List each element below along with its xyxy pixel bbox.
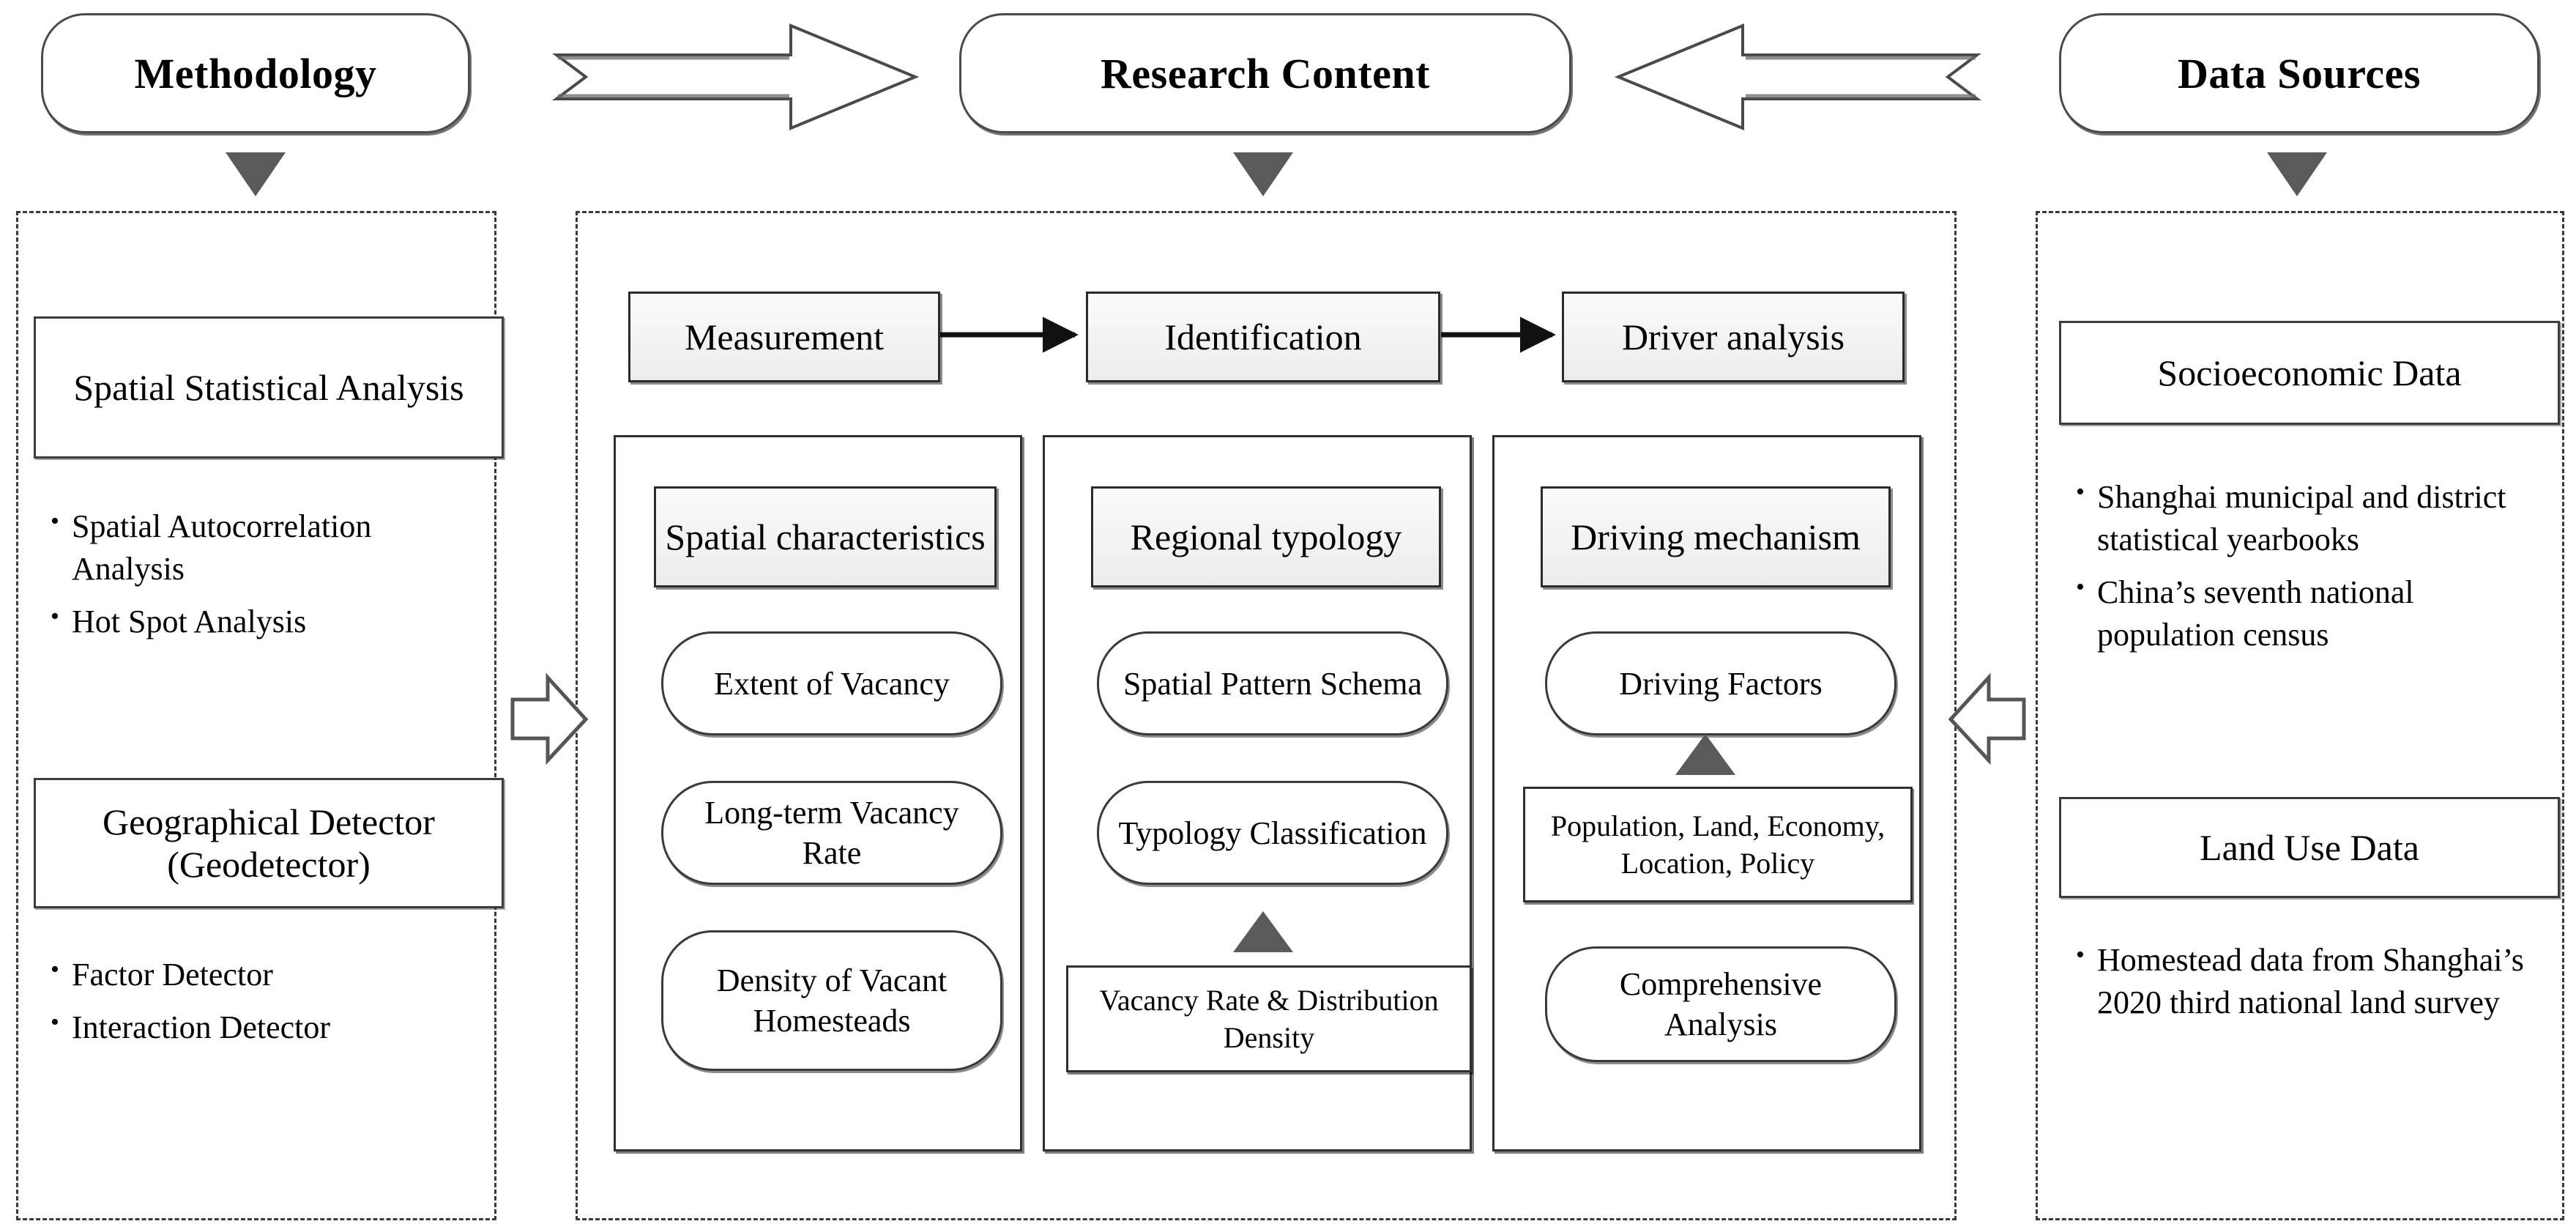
column-0-heading: Spatial characteristics [665,516,986,557]
method-2-bullet-1: Interaction Detector [72,1009,331,1046]
block-arrow-left-header [1614,23,1981,130]
list-item: • Hot Spot Analysis [38,601,477,643]
flow-step-measurement[interactable]: Measurement [628,292,940,382]
list-item: • Interaction Detector [38,1006,477,1049]
flow-step-1-label: Identification [1164,316,1362,357]
block-arrow-right-header [552,23,920,130]
bullet-dot-icon: • [2076,478,2085,505]
node-comprehensive-analysis[interactable]: Comprehensive Analysis [1545,946,1896,1062]
method-title-1: Spatial Statistical Analysis [73,367,464,408]
node-long-term-vacancy-rate[interactable]: Long-term Vacancy Rate [661,781,1002,885]
node-population-land-economy-location-policy[interactable]: Population, Land, Economy, Location, Pol… [1523,787,1913,902]
source-1-bullet-1: China’s seventh national population cens… [2097,574,2414,653]
data-source-title-1: Socioeconomic Data [2157,352,2462,393]
node-typology-classification[interactable]: Typology Classification [1097,781,1448,885]
method-bullets-1: • Spatial Autocorrelation Analysis • Hot… [38,505,477,653]
list-item: • China’s seventh national population ce… [2063,571,2547,656]
node-density-of-vacant-homesteads[interactable]: Density of Vacant Homesteads [661,930,1002,1071]
header-research-content-label: Research Content [1101,49,1430,97]
bullet-dot-icon: • [2076,941,2085,968]
method-2-bullet-0: Factor Detector [72,957,273,993]
column-heading-spatial-characteristics[interactable]: Spatial characteristics [654,486,997,587]
header-capsule-research-content[interactable]: Research Content [959,13,1571,133]
column-1-node-0-label: Spatial Pattern Schema [1123,665,1423,702]
bullet-dot-icon: • [2076,574,2085,601]
header-methodology-label: Methodology [134,49,377,97]
method-bullets-2: • Factor Detector • Interaction Detector [38,954,477,1059]
method-box-spatial-statistical-analysis[interactable]: Spatial Statistical Analysis [34,316,504,459]
column-2-node-1-label: Population, Land, Economy, Location, Pol… [1550,809,1886,880]
down-triangle-icon-methodology [226,152,286,196]
column-2-node-2-label: Comprehensive Analysis [1619,966,1823,1042]
data-source-bullets-2: • Homestead data from Shanghai’s 2020 th… [2063,939,2547,1034]
column-1-heading: Regional typology [1130,516,1402,557]
method-1-bullet-1: Hot Spot Analysis [72,604,307,640]
block-arrow-right-small-left-side [510,672,589,765]
column-0-node-0-label: Extent of Vacancy [714,665,950,702]
source-2-bullet-0: Homestead data from Shanghai’s 2020 thir… [2097,942,2524,1021]
block-arrow-left-small-right-side [1948,672,2026,765]
data-source-title-2: Land Use Data [2200,827,2419,868]
bullet-dot-icon: • [51,956,59,983]
header-capsule-data-sources[interactable]: Data Sources [2059,13,2539,133]
source-1-bullet-0: Shanghai municipal and district statisti… [2097,479,2506,558]
column-0-node-1-label: Long-term Vacancy Rate [704,795,959,871]
column-heading-driving-mechanism[interactable]: Driving mechanism [1541,486,1891,587]
flow-step-identification[interactable]: Identification [1086,292,1440,382]
flow-step-2-label: Driver analysis [1621,316,1845,357]
data-source-bullets-1: • Shanghai municipal and district statis… [2063,476,2547,667]
node-extent-of-vacancy[interactable]: Extent of Vacancy [661,631,1002,735]
column-1-node-2-label: Vacancy Rate & Distribution Density [1099,983,1439,1054]
column-heading-regional-typology[interactable]: Regional typology [1091,486,1441,587]
list-item: • Spatial Autocorrelation Analysis [38,505,477,590]
header-capsule-methodology[interactable]: Methodology [41,13,470,133]
flow-step-0-label: Measurement [684,316,885,357]
column-2-heading: Driving mechanism [1571,516,1861,557]
down-triangle-icon-research-content [1233,152,1293,196]
method-1-bullet-0: Spatial Autocorrelation Analysis [72,508,372,587]
column-1-node-1-label: Typology Classification [1118,815,1427,851]
bullet-dot-icon: • [51,1009,59,1036]
header-data-sources-label: Data Sources [2178,49,2421,97]
column-0-node-2-label: Density of Vacant Homesteads [716,962,948,1039]
data-source-box-socioeconomic[interactable]: Socioeconomic Data [2059,321,2560,425]
down-triangle-icon-data-sources [2267,152,2327,196]
data-source-box-land-use[interactable]: Land Use Data [2059,797,2560,898]
method-title-2: Geographical Detector (Geodetector) [103,801,435,885]
node-driving-factors[interactable]: Driving Factors [1545,631,1896,735]
method-box-geographical-detector[interactable]: Geographical Detector (Geodetector) [34,778,504,908]
node-spatial-pattern-schema[interactable]: Spatial Pattern Schema [1097,631,1448,735]
flow-step-driver-analysis[interactable]: Driver analysis [1562,292,1905,382]
list-item: • Factor Detector [38,954,477,996]
bullet-dot-icon: • [51,508,59,535]
list-item: • Homestead data from Shanghai’s 2020 th… [2063,939,2547,1024]
column-2-node-0-label: Driving Factors [1619,665,1823,702]
list-item: • Shanghai municipal and district statis… [2063,476,2547,561]
node-vacancy-rate-distribution-density[interactable]: Vacancy Rate & Distribution Density [1066,965,1472,1072]
bullet-dot-icon: • [51,603,59,631]
